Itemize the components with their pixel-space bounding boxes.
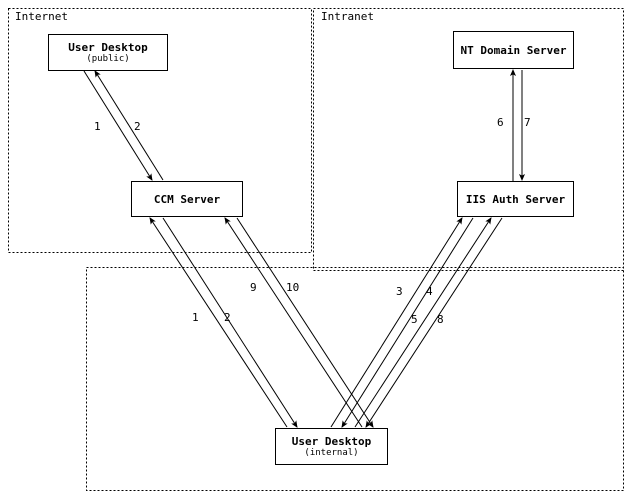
node-ccm-server[interactable]: CCM Server	[131, 181, 243, 217]
edge-label-edge-1-public: 1	[94, 120, 101, 133]
edge-9	[224, 217, 363, 428]
node-subtitle-user-desktop-internal: (internal)	[304, 447, 359, 458]
edge-10	[236, 217, 374, 428]
edge-4	[341, 217, 474, 428]
edge-label-edge-5: 5	[411, 313, 418, 326]
zone-internal	[86, 267, 624, 491]
zone-internet	[8, 8, 312, 253]
edge-label-edge-6: 6	[497, 116, 504, 129]
node-nt-domain-server[interactable]: NT Domain Server	[453, 31, 574, 69]
zones-layer	[8, 8, 624, 491]
node-title-iis-auth-server: IIS Auth Server	[465, 192, 566, 206]
node-user-desktop-public[interactable]: User Desktop(public)	[48, 34, 168, 71]
edge-label-edge-3: 3	[396, 285, 403, 298]
edge-label-edge-2-public: 2	[134, 120, 141, 133]
node-iis-auth-server[interactable]: IIS Auth Server	[457, 181, 574, 217]
zone-label-intranet: Intranet	[321, 10, 374, 23]
edge-3	[330, 217, 463, 428]
edge-5	[354, 217, 492, 428]
node-subtitle-user-desktop-public: (public)	[86, 53, 130, 64]
edge-2-public	[94, 70, 164, 181]
edge-label-edge-8: 8	[437, 313, 444, 326]
edge-1-internal	[149, 217, 288, 428]
edge-label-edge-9: 9	[250, 281, 257, 294]
edge-label-edge-10: 10	[286, 281, 300, 294]
edge-label-edge-2-internal: 2	[224, 311, 231, 324]
edge-label-edge-4: 4	[426, 285, 433, 298]
node-title-nt-domain-server: NT Domain Server	[460, 43, 567, 57]
node-title-user-desktop-internal: User Desktop	[291, 434, 372, 448]
zone-label-internet: Internet	[15, 10, 68, 23]
edge-1-public	[83, 70, 153, 181]
edge-label-edge-7: 7	[524, 116, 531, 129]
edge-2-internal	[162, 217, 298, 428]
edge-8	[365, 217, 503, 428]
edges-layer	[83, 69, 525, 428]
node-title-user-desktop-public: User Desktop	[68, 40, 148, 54]
zone-intranet	[313, 8, 624, 271]
node-title-ccm-server: CCM Server	[153, 192, 221, 206]
node-user-desktop-internal[interactable]: User Desktop(internal)	[275, 428, 388, 465]
edge-label-edge-1-internal: 1	[192, 311, 199, 324]
